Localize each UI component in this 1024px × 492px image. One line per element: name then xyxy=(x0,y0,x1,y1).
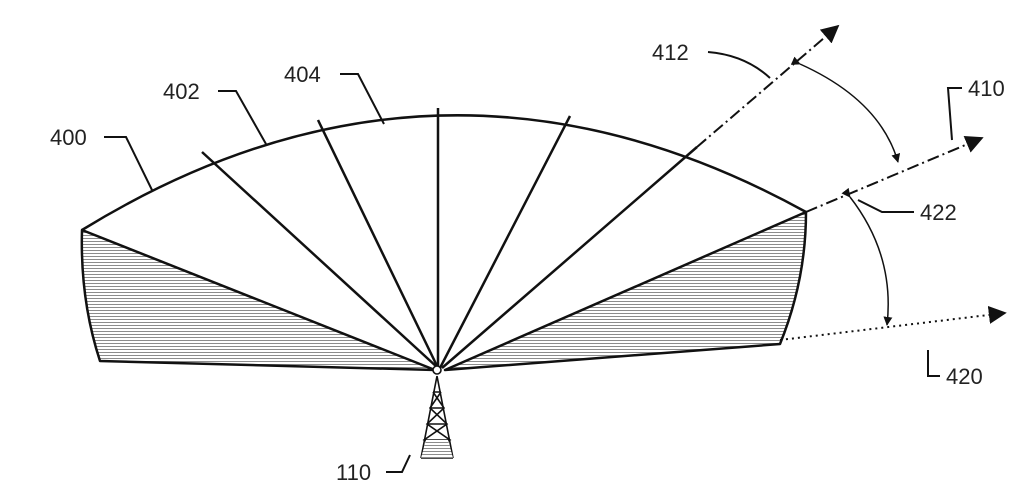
label-110: 110 xyxy=(336,460,371,485)
sector-line-2 xyxy=(316,119,440,369)
beam-direction-410 xyxy=(805,135,984,213)
angle-arc-upper xyxy=(790,56,901,163)
sector-boundaries xyxy=(201,108,698,369)
antenna-tip xyxy=(432,365,442,375)
coverage-arc xyxy=(81,114,807,232)
leader-110 xyxy=(386,454,411,473)
shaded-region-right xyxy=(443,210,808,372)
beam-direction-420 xyxy=(779,305,1007,341)
label-412: 412 xyxy=(652,40,689,65)
label-400: 400 xyxy=(50,125,87,150)
shaded-region-left xyxy=(80,228,437,372)
label-420: 420 xyxy=(946,364,983,389)
sector-line-5 xyxy=(441,146,698,369)
leader-412 xyxy=(707,51,771,79)
label-422: 422 xyxy=(920,200,957,225)
leader-402 xyxy=(218,90,267,145)
leader-400 xyxy=(104,136,153,191)
sector-line-1 xyxy=(201,151,439,369)
leader-lines xyxy=(104,51,962,473)
label-404: 404 xyxy=(284,62,321,87)
leader-404 xyxy=(340,73,385,125)
leader-410 xyxy=(946,87,962,141)
beam-direction-412 xyxy=(696,24,840,148)
cell-tower-icon xyxy=(420,365,454,459)
tower-base-shade xyxy=(421,440,453,458)
angle-arc-lower xyxy=(841,187,893,326)
tower-legs xyxy=(420,375,454,459)
sector-line-4 xyxy=(438,115,572,369)
leader-420 xyxy=(927,350,940,377)
label-402: 402 xyxy=(163,79,200,104)
label-410: 410 xyxy=(968,76,1005,101)
leader-422 xyxy=(857,199,914,213)
tower-crossbars xyxy=(421,391,453,459)
